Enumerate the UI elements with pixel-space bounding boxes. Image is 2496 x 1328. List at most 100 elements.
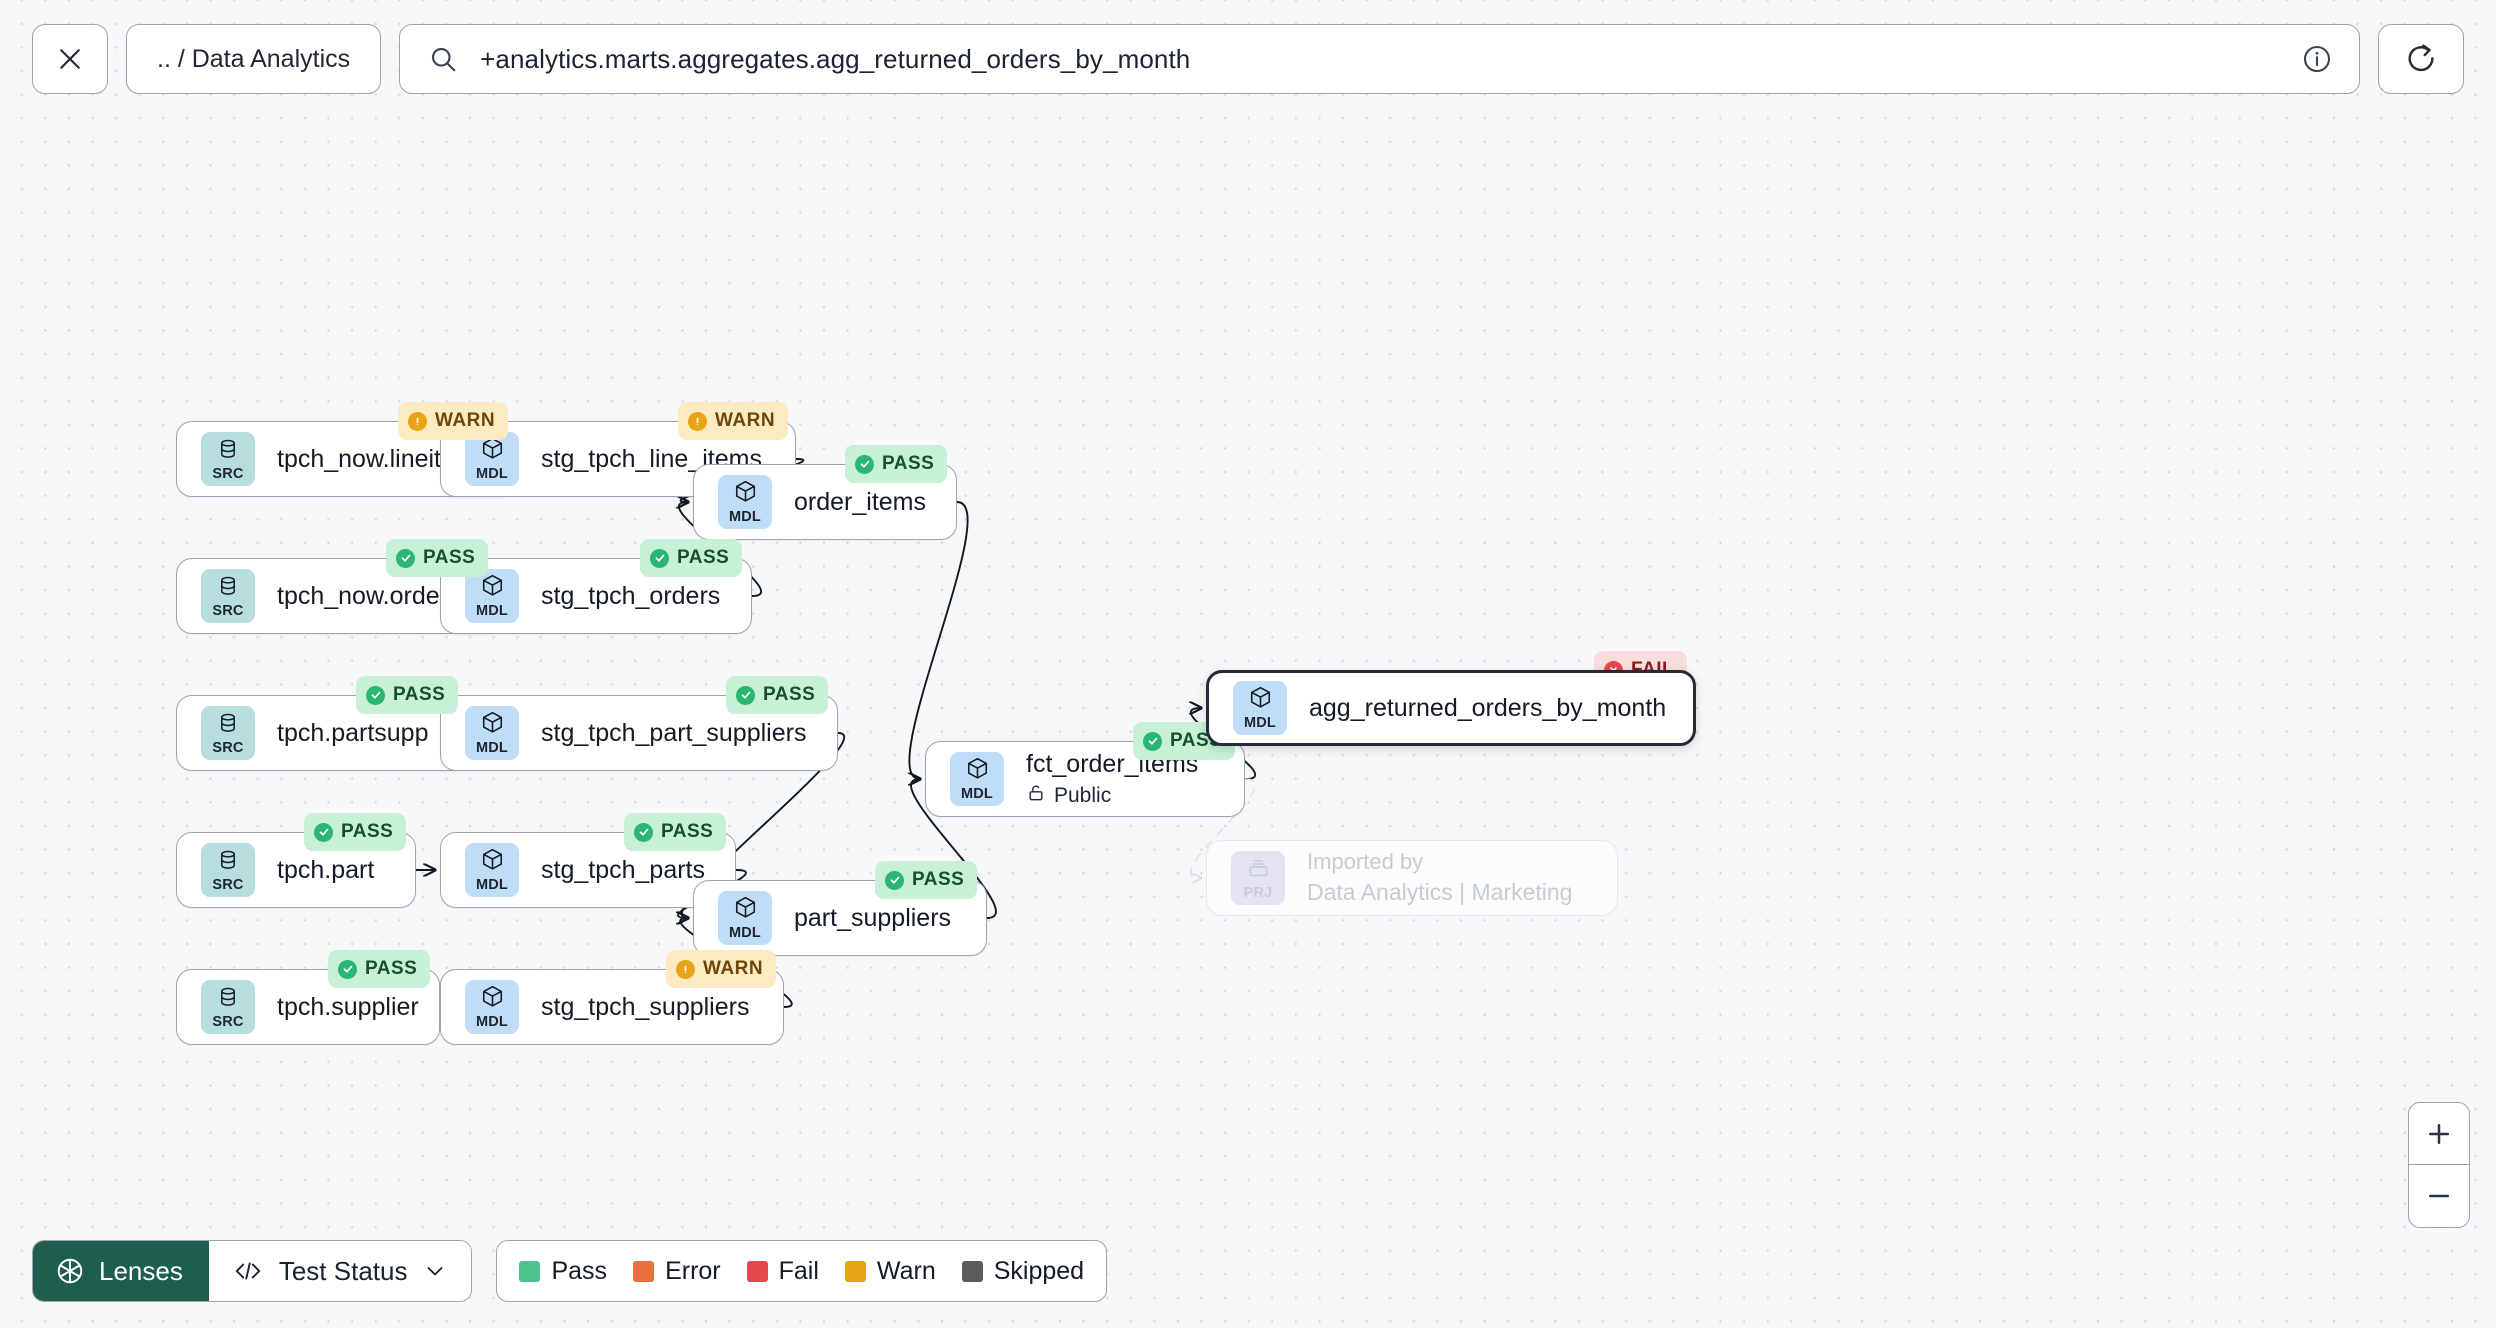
node-body: tpch.partsupp	[277, 719, 429, 747]
node-type-label: SRC	[212, 602, 244, 619]
legend-label: Fail	[778, 1256, 819, 1285]
node-type-label: MDL	[475, 877, 508, 894]
node-type-badge-src: SRC	[201, 569, 255, 623]
zoom-out-button[interactable]	[2409, 1165, 2469, 1227]
zoom-controls	[2408, 1102, 2470, 1228]
mdl-icon	[480, 847, 505, 877]
mdl-icon	[480, 436, 505, 466]
graph-edge-part_suppliers-to-fct_order_items	[911, 779, 997, 919]
lenses-button[interactable]: Lenses	[33, 1241, 209, 1301]
node-title: tpch.part	[277, 856, 375, 884]
node-title: stg_tpch_part_suppliers	[541, 719, 807, 747]
legend-item-skipped[interactable]: Skipped	[961, 1257, 1084, 1286]
search-input[interactable]: +analytics.marts.aggregates.agg_returned…	[399, 24, 2360, 94]
node-body: tpch_now.orders	[277, 582, 460, 610]
node-title: tpch.partsupp	[277, 719, 429, 747]
status-badge-pass: PASS	[624, 813, 727, 851]
node-body: Imported by Data Analytics | Marketing	[1307, 848, 1572, 907]
legend-item-fail[interactable]: Fail	[746, 1256, 819, 1286]
node-title: stg_tpch_suppliers	[541, 993, 750, 1021]
node-title: tpch.supplier	[277, 993, 419, 1021]
legend-item-pass[interactable]: Pass	[519, 1257, 607, 1286]
search-value: +analytics.marts.aggregates.agg_returned…	[480, 43, 1191, 74]
node-type-label: MDL	[728, 509, 761, 526]
node-body: agg_returned_orders_by_month	[1309, 694, 1666, 722]
top-toolbar: .. / Data Analytics +analytics.marts.agg…	[0, 0, 2496, 118]
status-badge-label: PASS	[661, 821, 714, 842]
status-dot-icon	[1143, 731, 1162, 751]
status-dot-icon	[885, 870, 904, 890]
node-subtitle-text: Public	[1054, 783, 1112, 807]
status-badge-label: PASS	[341, 821, 394, 842]
status-dot-icon	[855, 454, 874, 474]
node-title: agg_returned_orders_by_month	[1309, 694, 1667, 722]
node-type-badge-src: SRC	[201, 843, 255, 897]
refresh-button[interactable]	[2378, 24, 2464, 94]
node-title: part_suppliers	[794, 904, 952, 932]
node-body: part_suppliers	[794, 904, 951, 932]
test-status-dropdown[interactable]: Test Status	[208, 1241, 472, 1301]
node-type-badge-src: SRC	[201, 980, 255, 1034]
node-type-label: MDL	[728, 925, 761, 942]
node-type-badge-mdl: MDL	[465, 843, 519, 897]
legend-item-warn[interactable]: Warn	[844, 1257, 936, 1286]
node-type-badge-mdl: MDL	[1233, 681, 1287, 735]
node-type-badge-mdl: MDL	[718, 475, 772, 529]
prj-icon	[1246, 855, 1271, 885]
src-icon	[216, 437, 240, 466]
graph-node-imported_by_prj[interactable]: PRJ Imported by Data Analytics | Marketing	[1206, 840, 1618, 916]
legend-swatch	[519, 1260, 541, 1282]
status-dot-icon	[676, 959, 695, 979]
plus-icon	[2424, 1119, 2454, 1149]
status-badge-label: WARN	[435, 410, 496, 431]
legend-swatch	[844, 1260, 866, 1282]
status-dot-icon	[314, 822, 333, 842]
status-badge-label: PASS	[393, 684, 446, 705]
graph-node-tpch_part[interactable]: SRC tpch.part	[176, 832, 416, 908]
node-subtitle: Data Analytics | Marketing	[1307, 879, 1572, 906]
status-badge-pass: PASS	[386, 539, 489, 577]
mdl-icon	[965, 756, 990, 786]
status-dot-icon	[650, 548, 669, 568]
node-subtitle: Public	[1026, 783, 1198, 809]
status-badge-label: PASS	[763, 684, 816, 705]
close-button[interactable]	[32, 24, 108, 94]
legend-item-error[interactable]: Error	[633, 1257, 721, 1286]
status-dot-icon	[634, 822, 653, 842]
node-title: stg_tpch_parts	[541, 856, 705, 884]
node-title: Imported by	[1307, 848, 1424, 874]
legend-label: Error	[665, 1256, 721, 1285]
zoom-in-button[interactable]	[2409, 1103, 2469, 1165]
node-type-label: PRJ	[1243, 885, 1273, 902]
breadcrumb[interactable]: .. / Data Analytics	[126, 24, 382, 94]
refresh-icon	[2404, 42, 2438, 76]
lenses-control-group: Lenses Test Status	[32, 1240, 473, 1302]
status-badge-warn: WARN	[666, 950, 777, 988]
node-body: stg_tpch_parts	[541, 856, 705, 884]
mdl-icon	[1248, 685, 1273, 715]
node-body: tpch.supplier	[277, 993, 419, 1021]
node-type-badge-mdl: MDL	[950, 752, 1004, 806]
info-icon[interactable]	[2301, 43, 2333, 75]
node-type-label: SRC	[212, 876, 244, 893]
node-type-label: SRC	[212, 465, 244, 482]
graph-node-agg_returned[interactable]: MDL agg_returned_orders_by_month	[1206, 670, 1696, 746]
code-icon	[233, 1259, 263, 1283]
status-dot-icon	[688, 411, 707, 431]
legend-swatch	[746, 1260, 768, 1282]
legend-label: Pass	[551, 1256, 608, 1285]
status-badge-warn: WARN	[398, 402, 509, 440]
status-badge-pass: PASS	[726, 676, 829, 714]
node-type-label: MDL	[475, 466, 508, 483]
status-dot-icon	[366, 685, 385, 705]
src-icon	[216, 711, 240, 740]
status-badge-label: PASS	[912, 869, 965, 890]
graph-node-part_suppliers[interactable]: MDL part_suppliers	[693, 880, 987, 956]
node-title: tpch_now.orders	[277, 582, 461, 610]
